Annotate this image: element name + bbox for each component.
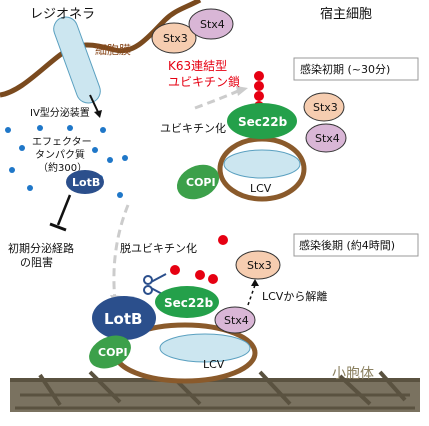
k63-label-1: K63連結型 — [168, 59, 227, 73]
er-label: 小胞体 — [332, 366, 374, 382]
scissors-icon — [143, 273, 167, 297]
svg-text:Stx4: Stx4 — [315, 132, 340, 145]
cell-membrane — [0, 0, 202, 98]
svg-text:LotB: LotB — [104, 310, 142, 328]
effector-label-3: （約300） — [38, 161, 87, 174]
svg-text:LotB: LotB — [72, 176, 100, 189]
stx4-mid: Stx4 — [305, 123, 347, 153]
t4ss-label: IV型分泌装置 — [30, 106, 90, 119]
release-arrow — [247, 284, 256, 306]
svg-text:LCV: LCV — [250, 182, 272, 195]
svg-text:Stx4: Stx4 — [224, 314, 249, 327]
inhibition-label-1: 初期分泌経路 — [8, 241, 74, 255]
dashed-arrow-k63 — [194, 88, 241, 110]
svg-text:Stx4: Stx4 — [200, 18, 225, 31]
legionella — [53, 16, 101, 104]
stx3-top: Stx3 — [151, 22, 197, 54]
effector-dots — [5, 125, 128, 198]
ubiquitination-label: ユビキチン化 — [160, 121, 226, 135]
t4ss-arrow — [89, 94, 99, 113]
svg-text:COPI: COPI — [98, 346, 128, 359]
svg-text:Stx3: Stx3 — [163, 32, 188, 45]
inhibition-line — [56, 194, 72, 226]
free-ubiquitin — [170, 235, 228, 284]
stx3-mid: Stx3 — [303, 92, 345, 122]
cell-membrane-label: 細胞膜 — [95, 43, 131, 57]
sec22b-top: Sec22b — [227, 103, 297, 139]
effector-label-1: エフェクター — [32, 136, 92, 148]
lotb-small: LotB — [66, 170, 104, 194]
stx4-bottom: Stx4 — [214, 306, 256, 334]
svg-text:Stx3: Stx3 — [313, 101, 338, 114]
k63-label-2: ユビキチン鎖 — [168, 74, 240, 89]
inhibition-label-2: の阻害 — [20, 255, 53, 269]
svg-text:Sec22b: Sec22b — [164, 296, 214, 310]
copi-bottom: COPI — [89, 335, 131, 369]
deubiquitination-label: 脱ユビキチン化 — [120, 241, 197, 255]
svg-text:感染初期 (~30分): 感染初期 (~30分) — [300, 62, 390, 76]
sec22b-bottom: Sec22b — [155, 286, 219, 318]
early-phase-box — [293, 57, 419, 81]
host-cell-label: 宿主細胞 — [320, 6, 372, 22]
copi-top: COPI — [176, 164, 220, 200]
late-phase-box — [293, 233, 419, 257]
svg-text:感染後期 (約4時間): 感染後期 (約4時間) — [299, 238, 395, 252]
legionella-label: レジオネラ — [30, 7, 95, 22]
svg-text:LCV: LCV — [203, 358, 225, 371]
release-label: LCVから解離 — [262, 289, 327, 303]
svg-text:Stx3: Stx3 — [247, 259, 272, 272]
svg-text:Sec22b: Sec22b — [238, 115, 288, 129]
effector-label-2: タンパク質 — [35, 148, 85, 161]
svg-text:COPI: COPI — [186, 176, 216, 189]
stx4-top: Stx4 — [188, 8, 234, 40]
lotb-large: LotB — [92, 296, 156, 340]
stx3-released: Stx3 — [235, 250, 281, 280]
lcv-top: LCV — [217, 136, 307, 202]
